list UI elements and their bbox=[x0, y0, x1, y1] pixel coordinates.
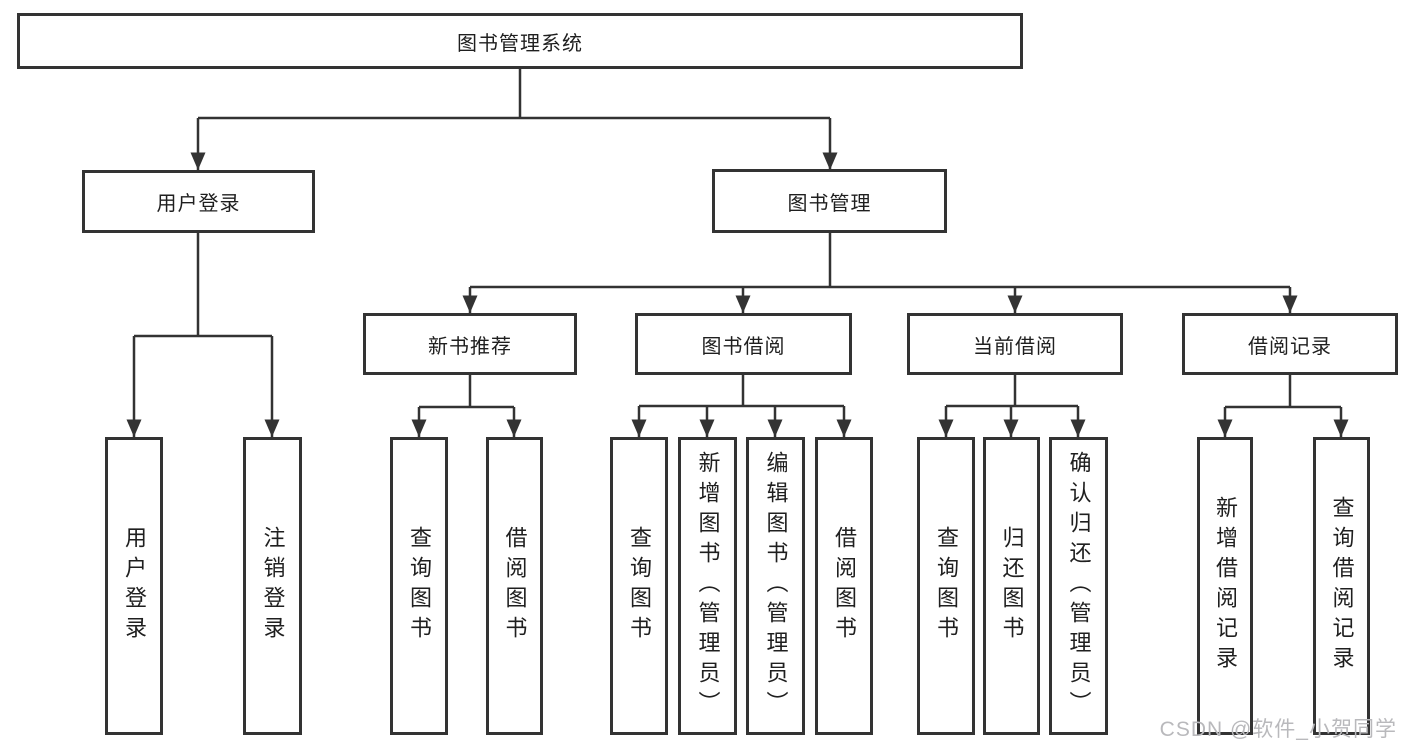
node-system-root: 图书管理系统 bbox=[17, 13, 1023, 69]
leaf-add-books-admin: 新增图书（管理员） bbox=[678, 437, 737, 735]
leaf-query-books: 查询图书 bbox=[390, 437, 448, 735]
leaf-return-books: 归还图书 bbox=[983, 437, 1040, 735]
leaf-query-books-3: 查询图书 bbox=[917, 437, 975, 735]
leaf-edit-books-admin: 编辑图书（管理员） bbox=[746, 437, 805, 735]
leaf-borrow-books: 借阅图书 bbox=[486, 437, 543, 735]
node-book-management: 图书管理 bbox=[712, 169, 947, 233]
node-new-book-recommendation: 新书推荐 bbox=[363, 313, 577, 375]
leaf-borrow-books-2: 借阅图书 bbox=[815, 437, 873, 735]
leaf-user-login: 用户登录 bbox=[105, 437, 163, 735]
node-current-borrowing: 当前借阅 bbox=[907, 313, 1123, 375]
leaf-query-borrow-record: 查询借阅记录 bbox=[1313, 437, 1370, 735]
node-book-borrowing: 图书借阅 bbox=[635, 313, 852, 375]
leaf-confirm-return-admin: 确认归还（管理员） bbox=[1049, 437, 1108, 735]
leaf-query-books-2: 查询图书 bbox=[610, 437, 668, 735]
node-user-login: 用户登录 bbox=[82, 170, 315, 233]
node-borrowing-records: 借阅记录 bbox=[1182, 313, 1398, 375]
leaf-logout: 注销登录 bbox=[243, 437, 302, 735]
leaf-add-borrow-record: 新增借阅记录 bbox=[1197, 437, 1253, 735]
